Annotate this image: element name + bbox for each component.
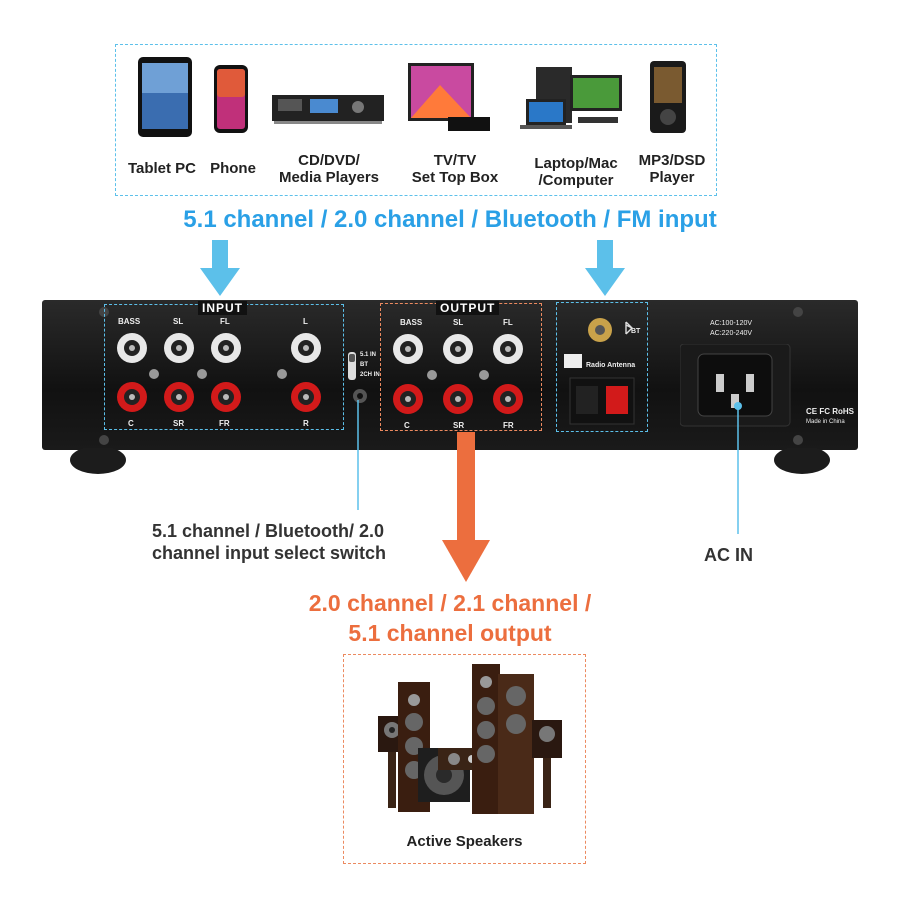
switch-label-2ch: 2CH IN	[360, 372, 380, 378]
made-in-label: Made in China	[806, 419, 845, 425]
input-label: INPUT	[198, 301, 247, 315]
input-jacks	[117, 333, 321, 412]
input-title: 5.1 channel / 2.0 channel / Bluetooth / …	[183, 206, 717, 233]
tv-icon	[408, 63, 490, 131]
device-label-tv: TV/TV Set Top Box	[411, 152, 499, 186]
output-arrow	[442, 432, 490, 582]
switch-callout: 5.1 channel / Bluetooth/ 2.0 channel inp…	[152, 521, 387, 563]
antenna-label: Radio Antenna	[586, 362, 636, 369]
speaker-terminal	[606, 386, 628, 414]
bt-label: BT	[631, 328, 641, 335]
phone-icon	[214, 65, 248, 133]
ac-in-callout: AC IN	[704, 545, 753, 565]
input-label-c: C	[128, 419, 134, 428]
voltage-label-2: AC:220-240V	[710, 330, 753, 337]
device-label-cd: CD/DVD/ Media Players	[278, 152, 380, 186]
tablet-icon	[138, 57, 192, 137]
input-label-sr: SR	[173, 419, 185, 428]
input-arrow-left	[200, 240, 240, 296]
switch-label-bt: BT	[360, 362, 368, 368]
device-label-phone: Phone	[210, 160, 256, 177]
speakers-icon	[378, 664, 562, 814]
input-label-sl: SL	[173, 317, 184, 326]
voltage-label-1: AC:100-120V	[710, 320, 753, 327]
device-icons	[138, 57, 686, 137]
ac-callout-line	[734, 402, 742, 534]
output-label-fr: FR	[503, 421, 514, 430]
output-label-bass: BASS	[400, 318, 423, 327]
amplifier-feet	[70, 448, 830, 474]
computer-icon	[520, 67, 622, 129]
input-label-bass: BASS	[118, 317, 141, 326]
output-label: OUTPUT	[436, 301, 500, 315]
ac-inlet	[680, 344, 791, 427]
input-arrow-right	[585, 240, 625, 296]
output-jacks	[393, 334, 523, 414]
input-select-switch[interactable]	[346, 352, 358, 382]
output-title-line-1: 2.0 channel / 2.1 channel /	[308, 590, 592, 616]
bt-antenna-panel	[564, 318, 635, 425]
input-label-fl: FL	[220, 317, 230, 326]
output-label-sr: SR	[453, 421, 465, 430]
radio-icon	[564, 354, 582, 368]
speakers-box	[343, 654, 586, 864]
output-label-c: C	[404, 421, 410, 430]
switch-label-51: 5.1 IN	[360, 352, 377, 358]
bluetooth-icon	[625, 321, 633, 335]
output-label-sl: SL	[453, 318, 464, 327]
device-label-mp3: MP3/DSD Player	[638, 152, 706, 186]
bt-fm-section	[556, 302, 648, 432]
output-label-fl: FL	[503, 318, 513, 327]
input-label-l: L	[303, 317, 308, 326]
cd-player-icon	[272, 95, 384, 124]
cert-marks: CE FC RoHS	[806, 407, 854, 416]
source-devices-box	[115, 44, 717, 196]
switch-connector	[353, 389, 367, 403]
input-label-fr: FR	[219, 419, 230, 428]
input-label-r: R	[303, 419, 309, 428]
panel-screws	[99, 307, 803, 445]
switch-callout-line	[357, 400, 359, 510]
speakers-label: Active Speakers	[406, 833, 523, 850]
device-label-computer: Laptop/Mac /Computer	[534, 155, 618, 189]
mp3-player-icon	[650, 61, 686, 133]
output-title-line-2: 5.1 channel output	[348, 620, 552, 646]
device-label-tablet: Tablet PC	[127, 160, 197, 177]
